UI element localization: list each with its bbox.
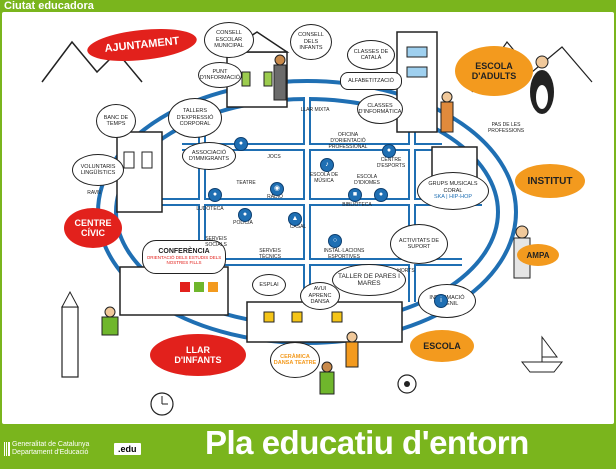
teatre-label: TEATRE (236, 180, 256, 186)
consell-infants-bubble: CONSELL DELS INFANTS (290, 24, 332, 60)
escola-adults-badge: ESCOLA D'ADULTS (455, 46, 533, 96)
music-note-icon: ♪ (320, 158, 334, 172)
ravn-label: RAVN (87, 190, 101, 196)
ceramica-bubble: CERÀMICA DANSA TEATRE (270, 342, 320, 378)
pas-professions-label: PAS DE LES PROFESSIONS (487, 122, 525, 134)
institut-badge: INSTITUT (515, 164, 585, 198)
classes-informatica-bubble: CLASSES D'INFORMÀTICA (357, 94, 403, 124)
conferencia-bubble: CONFERÈNCIA ORIENTACIÓ DELS ESTUDIS DELS… (142, 240, 226, 274)
info-icon: i (434, 294, 448, 308)
llar-mixta-label: LLAR MIXTA (300, 107, 330, 113)
escola-badge: ESCOLA (410, 330, 474, 362)
header-title: Ciutat educadora (4, 0, 94, 12)
llar-infants-badge: LLAR D'INFANTS (150, 334, 246, 376)
conferencia-title: CONFERÈNCIA (158, 247, 210, 255)
radio-label: RÀDIO (267, 194, 283, 200)
punt-informacio-bubble: PUNT D'INFORMACIÓ (198, 62, 242, 88)
centre-civic-badge: CENTRE CÍVIC (64, 208, 122, 248)
serveis-tecnics-label: SERVEIS TÈCNICS (259, 248, 281, 260)
grups-musicals-text: GRUPS MUSICALS CORAL (428, 181, 478, 194)
associacio-immigrants-bubble: ASSOCIACIÓ D'IMMIGRANTS (182, 142, 236, 170)
house-icon: ▲ (288, 212, 302, 226)
conferencia-sub: ORIENTACIÓ DELS ESTUDIS DELS NOSTRES FIL… (146, 255, 222, 266)
page-title: Pla educatiu d'entorn (205, 424, 529, 461)
language-icon: ● (374, 188, 388, 202)
oficina-orientacio-label: OFICINA D'ORIENTACIÓ PROFESSIONAL (328, 132, 368, 150)
consell-escolar-bubble: CONSELL ESCOLAR MUNICIPAL (204, 22, 254, 58)
ludoteca-label: LUDOTECA (196, 206, 224, 212)
esplai-bubble: ESPLAI (252, 274, 286, 296)
classes-catala-bubble: CLASSES DE CATALÀ (347, 40, 395, 70)
alfabetitzacio-bubble: ALFABETITZACIÓ (340, 72, 402, 90)
generalitat-text: Generalitat de Catalunya Departament d'E… (12, 441, 89, 457)
generalitat-line1: Generalitat de Catalunya (12, 441, 90, 448)
radio-icon: ◉ (270, 182, 284, 196)
sport-icon: ● (382, 144, 396, 158)
illustration-canvas: AJUNTAMENT CENTRE CÍVIC LLAR D'INFANTS E… (2, 12, 614, 424)
avui-aprenc-dansa-bubble: AVUI APRENC DANSA (300, 282, 340, 310)
ampa-badge: AMPA (517, 244, 559, 266)
centre-esports-label: CENTRE D'ESPORTS (376, 157, 406, 169)
rings-icon: ○ (328, 234, 342, 248)
serveis-socials-label: SERVEIS SOCIALS (205, 236, 227, 248)
tallers-expressio-bubble: TALLERS D'EXPRESSIÓ CORPORAL (168, 98, 222, 138)
taller-pares-bubble: TALLER DE PARES I MARES (332, 264, 406, 296)
voluntaris-bubble: VOLUNTARIS LINGÜÍSTICS (72, 154, 124, 186)
escola-musica-label: ESCOLA DE MÚSICA (309, 172, 339, 184)
map-pin-icon: ● (234, 137, 248, 151)
installacions-esportives-label: INSTAL·LACIONS ESPORTIVES (323, 248, 365, 260)
casal-label: CASAL (289, 224, 307, 230)
generalitat-line2: Departament d'Educació (12, 449, 89, 456)
policia-label: POLICIA (233, 220, 253, 226)
banc-temps-bubble: BANC DE TEMPS (96, 104, 136, 138)
police-icon: ● (238, 208, 252, 222)
edu-logo: .edu (114, 443, 141, 455)
ludoteca-icon: ● (208, 188, 222, 202)
horts-label: HORTS (397, 268, 415, 274)
activitats-suport-bubble: ACTIVITATS DE SUPORT (390, 224, 448, 264)
biblioteca-label: BIBLIOTECA (342, 202, 372, 208)
generalitat-logo-icon (4, 442, 10, 456)
escola-idiomes-label: ESCOLA D'IDIOMES (354, 174, 380, 186)
book-icon: ■ (348, 188, 362, 202)
grups-musicals-bubble: GRUPS MUSICALS CORAL SKA | HIP-HOP (417, 172, 489, 210)
grups-musicals-sub: SKA | HIP-HOP (433, 194, 473, 201)
jocs-label: JOCS (267, 154, 281, 160)
